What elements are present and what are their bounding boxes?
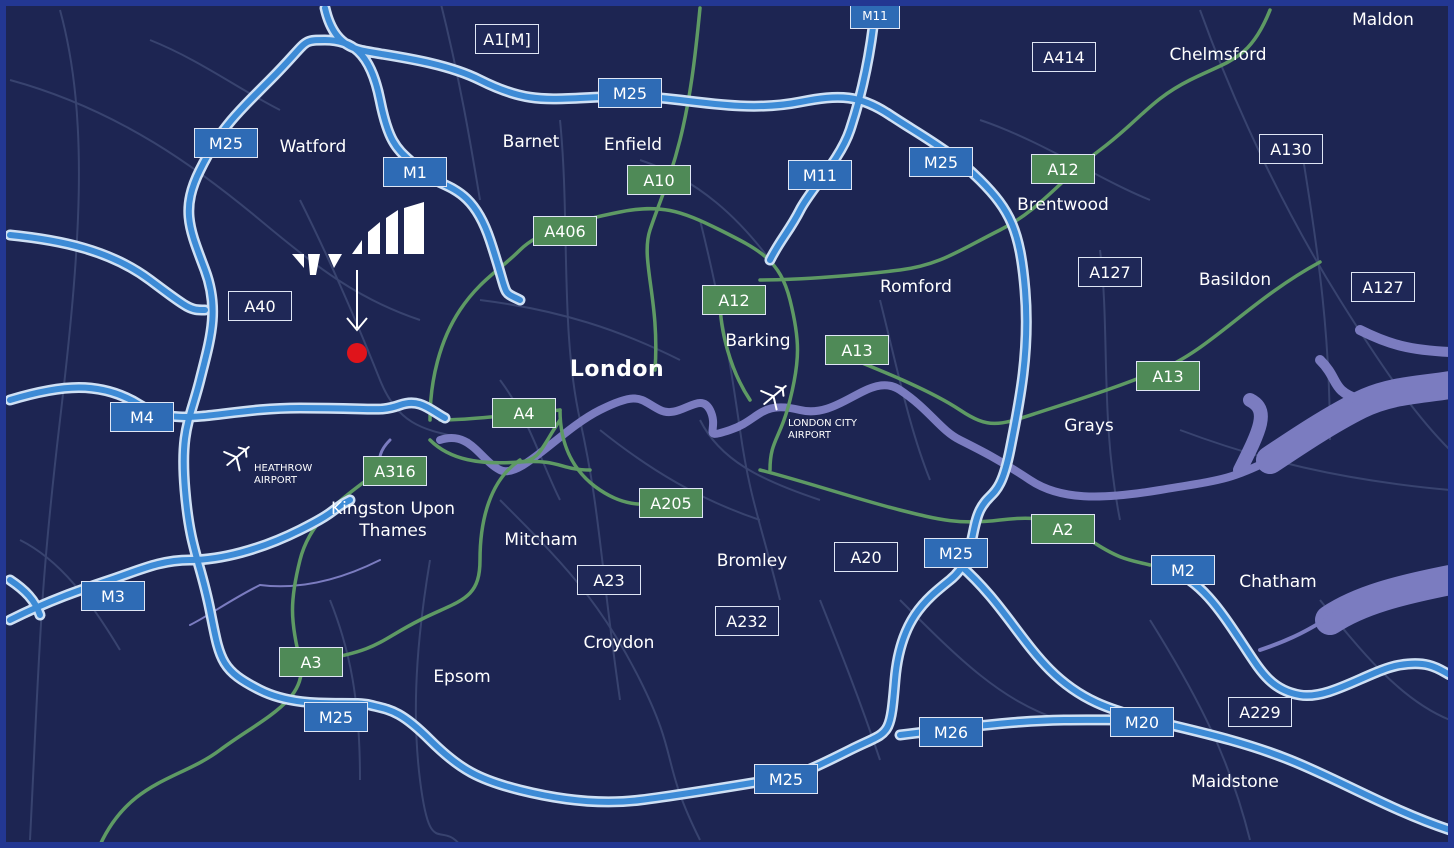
road-badge-a12: A12	[702, 285, 766, 315]
road-badge-m25: M25	[194, 128, 258, 158]
road-badge-a12: A12	[1031, 154, 1095, 184]
road-badge-m4: M4	[110, 402, 174, 432]
place-label: Chelmsford	[1169, 45, 1267, 65]
place-label: Mitcham	[504, 530, 578, 550]
london-city-airport-label: LONDON CITY AIRPORT	[788, 418, 857, 441]
road-badge-m25: M25	[304, 702, 368, 732]
main-city-label: London	[569, 357, 665, 382]
place-label: Basildon	[1198, 270, 1272, 290]
road-badge-a3: A3	[279, 647, 343, 677]
heathrow-airport-label: HEATHROW AIRPORT	[254, 463, 313, 486]
road-badge-m3: M3	[81, 581, 145, 611]
road-badge-a205: A205	[639, 488, 703, 518]
company-logo-icon	[292, 202, 424, 275]
place-label: Chatham	[1239, 572, 1317, 592]
place-label: Grays	[1064, 416, 1114, 436]
arrow-down-icon	[346, 270, 368, 332]
place-label: Brentwood	[1017, 195, 1109, 215]
road-badge-a20: A20	[834, 542, 898, 572]
place-label: Romford	[880, 277, 952, 297]
road-badge-a229: A229	[1228, 697, 1292, 727]
road-badge-m11: M11	[788, 160, 852, 190]
road-badge-a13: A13	[825, 335, 889, 365]
road-badge-a316: A316	[363, 456, 427, 486]
place-label: Enfield	[603, 135, 663, 155]
place-label: Maidstone	[1191, 772, 1279, 792]
place-label: Barking	[725, 331, 791, 351]
road-badge-m2: M2	[1151, 555, 1215, 585]
road-badge-a127: A127	[1351, 272, 1415, 302]
road-badge-a4: A4	[492, 398, 556, 428]
road-badge-a130: A130	[1259, 134, 1323, 164]
road-badge-a414: A414	[1032, 42, 1096, 72]
road-badge-m26: M26	[919, 717, 983, 747]
road-badge-m25: M25	[924, 538, 988, 568]
airplane-icon	[760, 385, 787, 411]
location-dot-icon	[347, 343, 367, 363]
place-label: Bromley	[716, 551, 788, 571]
road-badge-m25: M25	[909, 147, 973, 177]
place-label: Croydon	[583, 633, 655, 653]
road-badge-a406: A406	[533, 216, 597, 246]
road-badge-a232: A232	[715, 606, 779, 636]
river-thames	[189, 325, 1454, 652]
road-badge-a2: A2	[1031, 514, 1095, 544]
road-badge-m20: M20	[1110, 707, 1174, 737]
road-badge-a23: A23	[577, 565, 641, 595]
road-badge-m25: M25	[598, 78, 662, 108]
place-label: Maldon	[1352, 10, 1414, 30]
road-badge-a40: A40	[228, 291, 292, 321]
place-label: Kingston Upon Thames	[331, 499, 455, 541]
road-badge-a13: A13	[1136, 361, 1200, 391]
road-badge-m11: M11	[850, 3, 900, 29]
road-badge-a1m: A1[M]	[475, 24, 539, 54]
road-badge-m1: M1	[383, 157, 447, 187]
road-badge-m25: M25	[754, 764, 818, 794]
place-label: Watford	[279, 137, 347, 157]
road-badge-a10: A10	[627, 165, 691, 195]
place-label: Barnet	[502, 132, 560, 152]
road-badge-a127: A127	[1078, 257, 1142, 287]
place-label: Epsom	[433, 667, 491, 687]
airplane-icon	[223, 446, 250, 472]
